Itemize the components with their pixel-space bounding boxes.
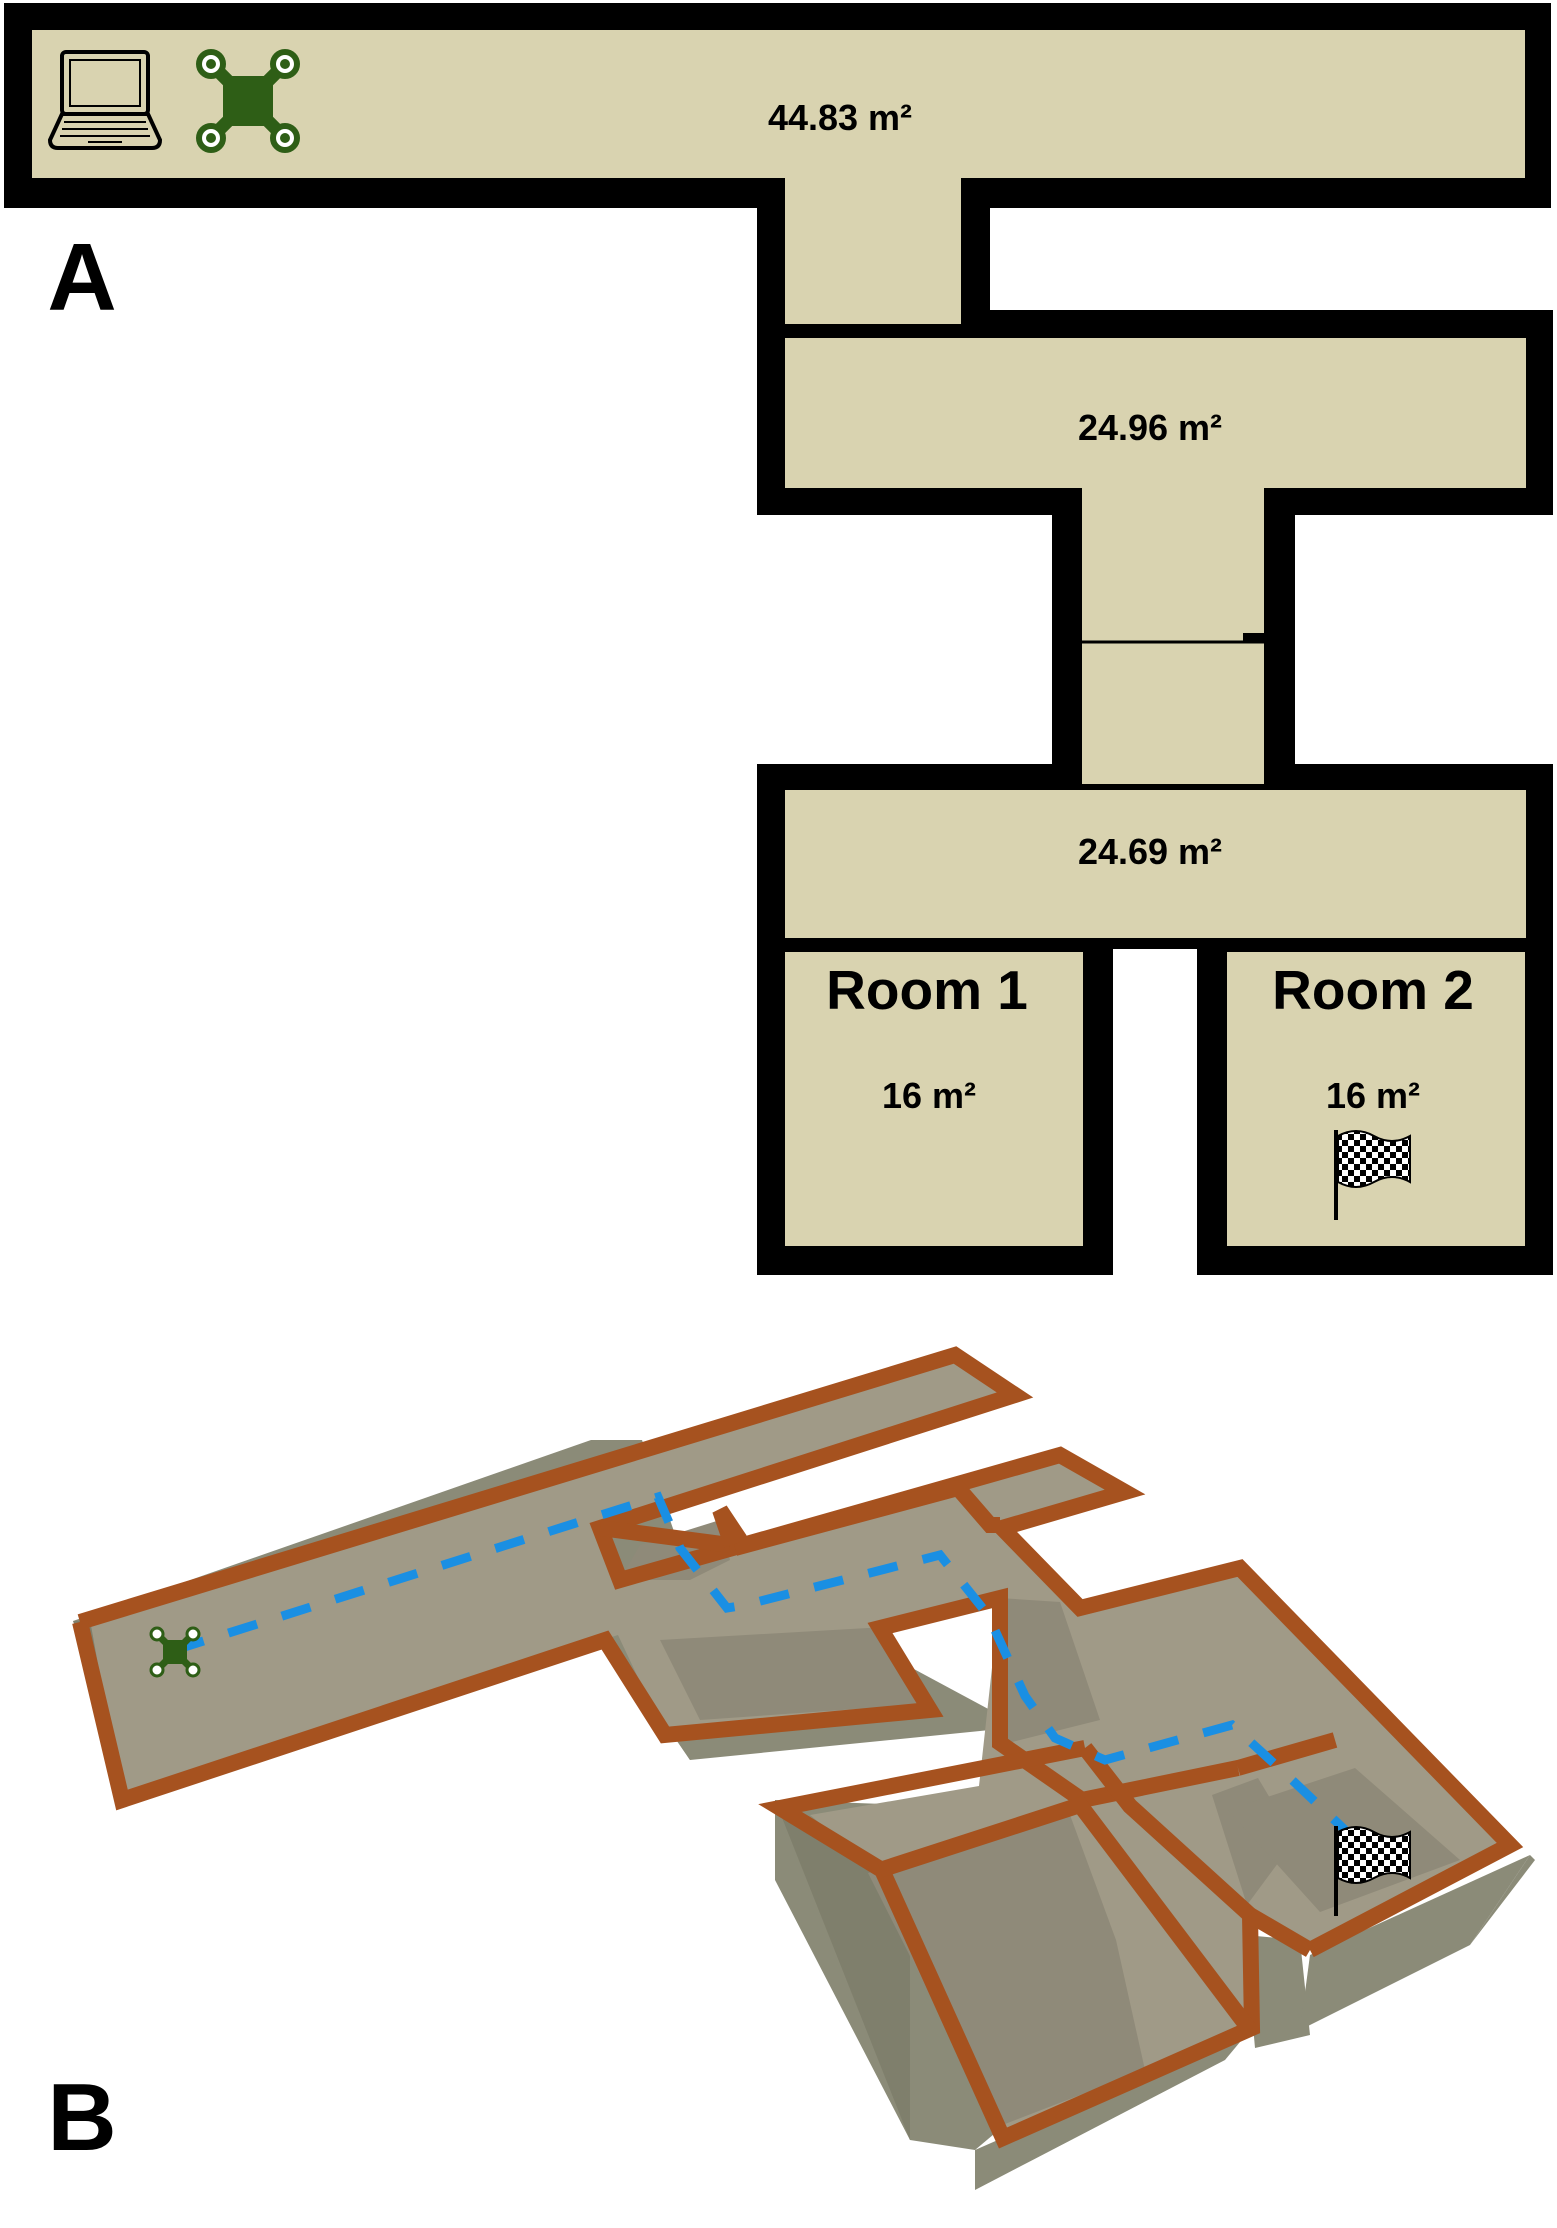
panel-label-b: B — [47, 2064, 116, 2171]
top-corridor-area: 44.83 m² — [768, 97, 912, 138]
floors — [32, 30, 1526, 1246]
model-inner-walls — [620, 1520, 1460, 2124]
checkered-flag-icon — [1334, 1826, 1411, 1916]
drone-icon — [149, 1626, 201, 1678]
model-floor — [90, 1355, 1500, 2134]
laptop-icon — [47, 50, 163, 150]
room2-name: Room 2 — [1272, 959, 1474, 1021]
planned-path — [173, 1491, 1349, 1834]
panel-label-a: A — [47, 224, 116, 331]
lower-corridor-area: 24.69 m² — [1078, 831, 1222, 872]
floorplan-2d: 44.83 m² 24.96 m² 24.69 m² Room 1 16 m² … — [4, 3, 1553, 1275]
room1-area: 16 m² — [882, 1075, 976, 1116]
model-3d: B — [47, 1346, 1535, 2190]
drone-icon — [196, 49, 300, 153]
room2-area: 16 m² — [1326, 1075, 1420, 1116]
room1-name: Room 1 — [826, 959, 1028, 1021]
model-wall-tops — [72, 1346, 1524, 2149]
middle-corridor-area: 24.96 m² — [1078, 407, 1222, 448]
dividers — [785, 324, 1264, 644]
checkered-flag-icon — [1334, 1130, 1411, 1220]
